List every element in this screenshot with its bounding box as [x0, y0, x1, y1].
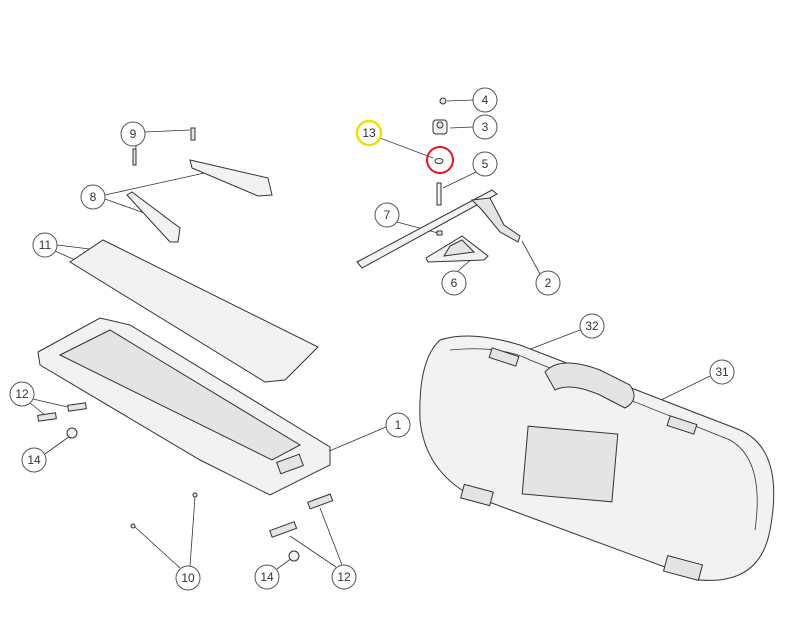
callout-label: 1: [395, 418, 402, 432]
callout-circle: [579, 313, 605, 339]
callout-32: 32: [579, 313, 605, 339]
callout-5: 5: [472, 151, 498, 177]
callout-label: 10: [181, 571, 195, 585]
callout-circle: [120, 121, 146, 147]
part-knob-3: [432, 119, 448, 135]
callout-circle: [355, 119, 383, 147]
callout-4: 4: [472, 87, 498, 113]
callout-10: 10: [175, 565, 201, 591]
callout-14: 14: [21, 447, 47, 473]
callout-31: 31: [709, 359, 735, 385]
part-feet-12: [37, 402, 334, 538]
callout-label: 6: [451, 276, 458, 290]
callout-9: 9: [120, 121, 146, 147]
callout-12: 12: [9, 381, 35, 407]
callout-circle: [175, 565, 201, 591]
callout-2: 2: [535, 270, 561, 296]
callout-label: 11: [39, 238, 52, 252]
callout-label: 4: [482, 93, 489, 107]
callout-label: 3: [482, 120, 489, 134]
highlight-ring: [426, 146, 454, 174]
callout-circle: [385, 412, 411, 438]
callout-label: 5: [482, 157, 489, 171]
callout-7: 7: [374, 202, 400, 228]
callout-label: 32: [585, 319, 599, 333]
callout-1: 1: [385, 412, 411, 438]
callout-circle: [21, 447, 47, 473]
callout-label: 12: [15, 387, 29, 401]
callout-label: 9: [130, 127, 137, 141]
part-support-arm-8: [126, 159, 273, 243]
callout-circle: [254, 564, 280, 590]
callout-3: 3: [472, 114, 498, 140]
callout-11: 11: [32, 232, 58, 258]
callout-14: 14: [254, 564, 280, 590]
part-knob-14: [66, 427, 300, 562]
callout-circle: [472, 151, 498, 177]
callout-circle: [374, 202, 400, 228]
callout-12: 12: [331, 564, 357, 590]
part-washer-13: [426, 146, 454, 174]
callout-circle: [535, 270, 561, 296]
callout-8: 8: [80, 184, 106, 210]
part-guide-6: [425, 235, 489, 263]
part-base-1: [37, 317, 331, 496]
part-fence-rail-2: [356, 189, 521, 269]
callout-circle: [32, 232, 58, 258]
callout-label: 13: [362, 126, 376, 140]
callout-circle: [9, 381, 35, 407]
part-screw-10: [130, 492, 198, 529]
callout-circle: [472, 87, 498, 113]
callout-label: 14: [27, 453, 41, 467]
callout-circle: [331, 564, 357, 590]
callout-label: 14: [260, 570, 274, 584]
callout-circle: [472, 114, 498, 140]
callout-label: 12: [337, 570, 351, 584]
callout-label: 8: [90, 190, 97, 204]
callout-circle: [709, 359, 735, 385]
callout-label: 31: [715, 365, 729, 379]
part-nut-4: [439, 97, 447, 105]
callout-label: 7: [384, 208, 391, 222]
part-bolt-5: [436, 182, 442, 206]
part-carry-case-31: [419, 335, 775, 581]
callout-label: 2: [545, 276, 552, 290]
part-extension-plate-11: [69, 239, 319, 383]
callout-6: 6: [441, 270, 467, 296]
part-pin-9: [132, 127, 196, 166]
callout-circle: [80, 184, 106, 210]
part-screw-7: [436, 230, 443, 236]
callout-circle: [441, 270, 467, 296]
callout-13: 13: [355, 119, 383, 147]
